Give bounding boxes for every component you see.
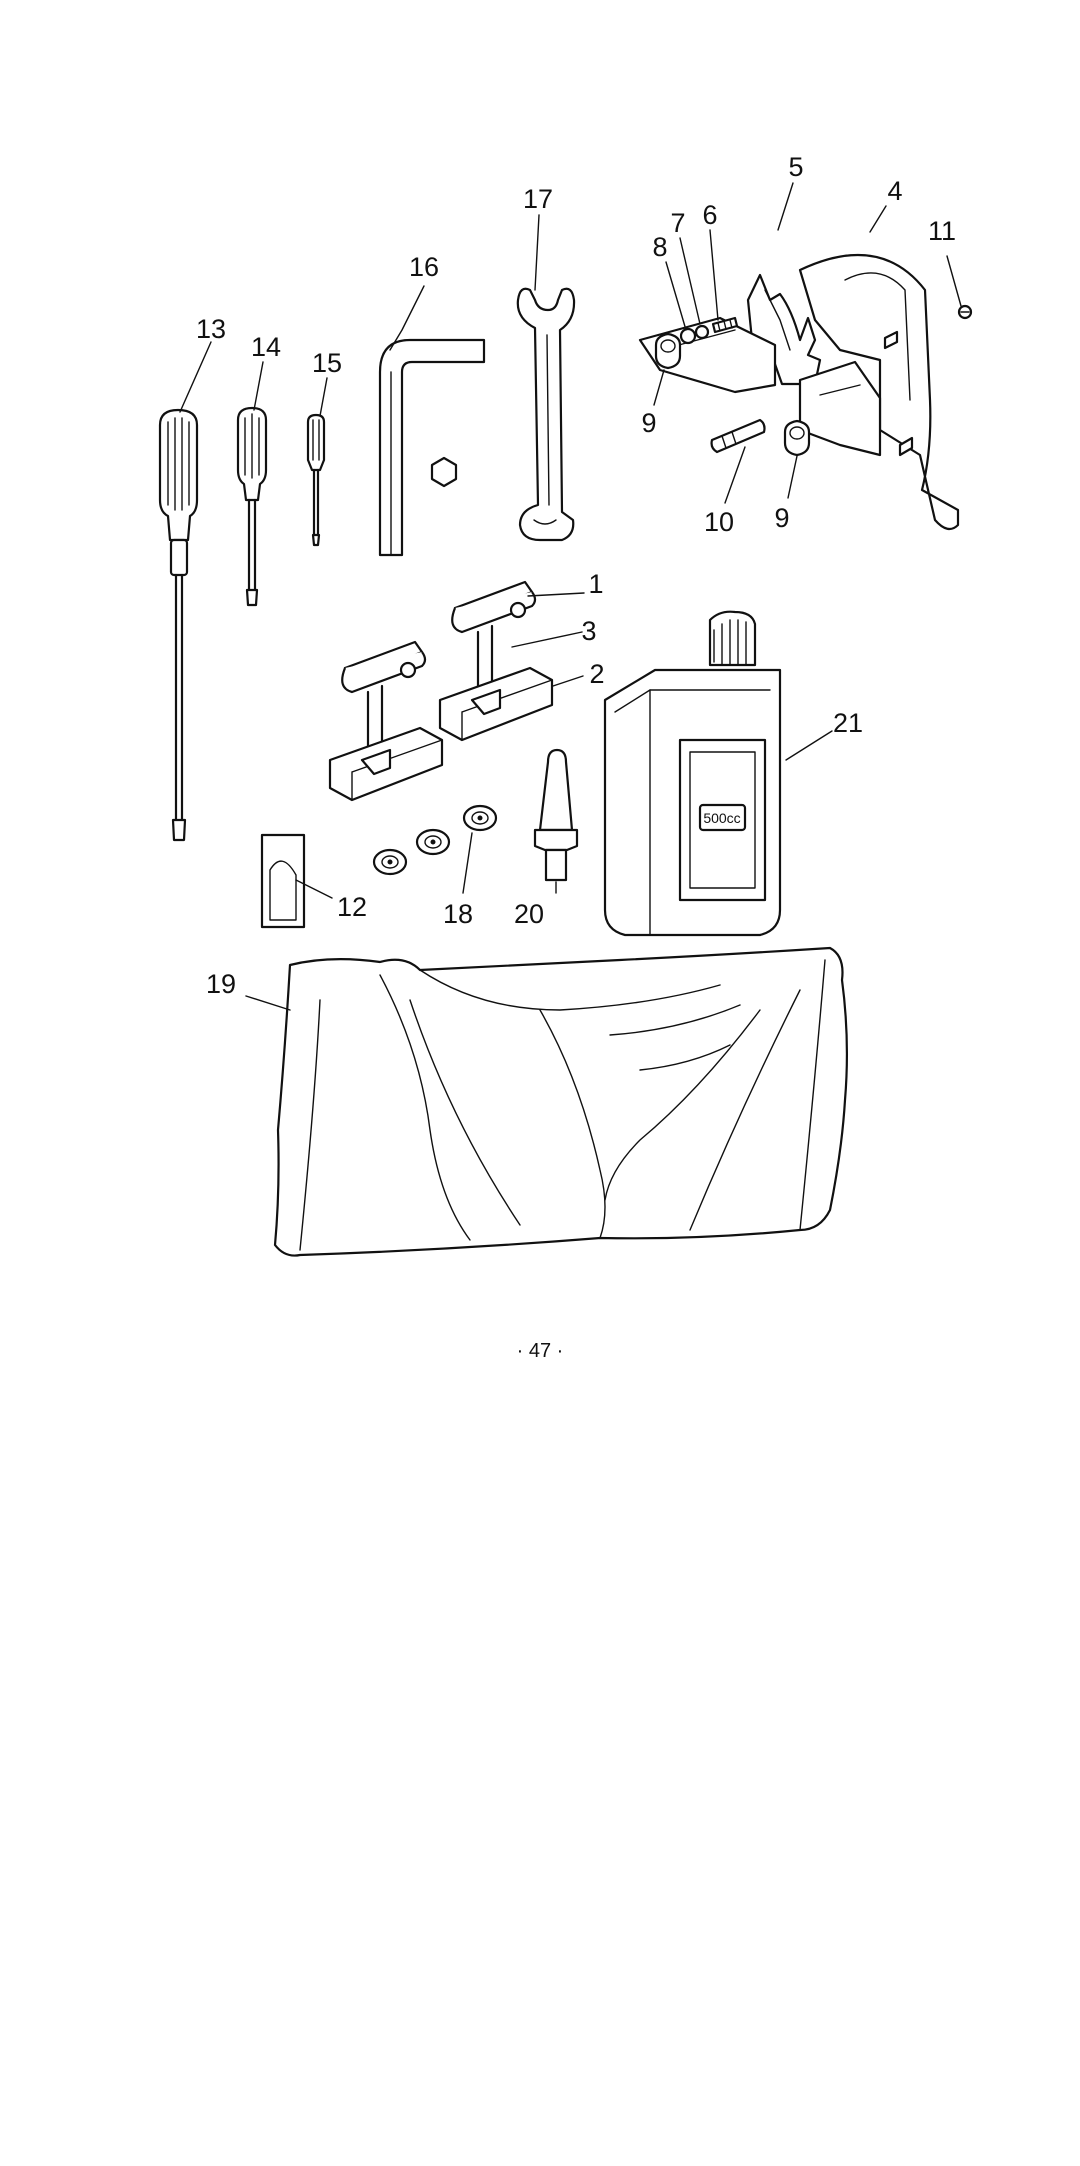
label-14: 14 (251, 332, 281, 362)
label-4: 4 (887, 176, 902, 206)
label-11: 11 (928, 216, 956, 246)
part-labels: 13 14 15 16 17 5 6 7 8 4 11 9 9 10 1 3 2… (196, 152, 956, 999)
hex-key-wrench (378, 338, 486, 557)
label-9-left: 9 (641, 408, 656, 438)
thread-cone (533, 748, 579, 882)
label-18: 18 (443, 899, 473, 929)
label-17: 17 (523, 184, 553, 214)
label-5: 5 (788, 152, 803, 182)
oil-can: 500cc (603, 610, 782, 937)
medium-screwdriver (236, 406, 268, 607)
label-3: 3 (581, 616, 596, 646)
label-10: 10 (704, 507, 734, 537)
machine-cover-cloth (273, 946, 849, 1257)
label-20: 20 (514, 899, 544, 929)
label-21: 21 (833, 708, 863, 738)
page-number: · 47 · (516, 1340, 564, 1362)
oil-can-label: 500cc (703, 810, 740, 826)
small-screwdriver (306, 413, 326, 547)
large-screwdriver (158, 408, 199, 842)
label-15: 15 (312, 348, 342, 378)
mounting-blocks (328, 580, 554, 802)
leader-lines (179, 182, 962, 1011)
label-9-right: 9 (774, 503, 789, 533)
label-13: 13 (196, 314, 226, 344)
label-1: 1 (588, 569, 603, 599)
label-2: 2 (589, 659, 604, 689)
label-6: 6 (702, 200, 717, 230)
open-end-spanner (516, 287, 576, 542)
bobbins (372, 804, 498, 876)
label-19: 19 (206, 969, 236, 999)
label-12: 12 (337, 892, 367, 922)
label-7: 7 (670, 208, 685, 238)
label-8: 8 (652, 232, 667, 262)
guard-assembly (638, 253, 973, 531)
label-16: 16 (409, 252, 439, 282)
